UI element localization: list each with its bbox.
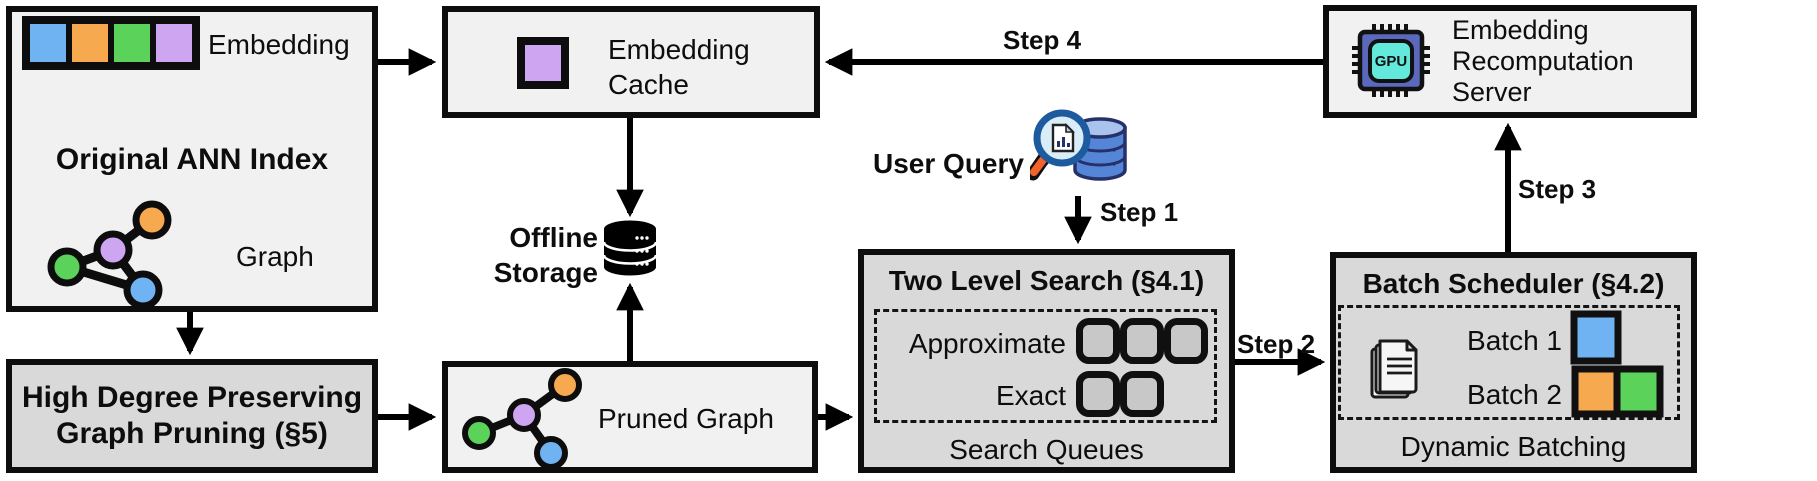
user-query-label: User Query [873,148,1024,179]
approximate-queue-slot [1076,318,1120,364]
approximate-queue-slot [1120,318,1164,364]
graph-label: Graph [236,241,314,272]
approximate-queue-slot [1164,318,1208,364]
embedding-recomputation-server-title: Embedding Recomputation Server [1452,15,1634,107]
dynamic-batching-label: Dynamic Batching [1400,431,1627,462]
graph-icon [47,200,172,310]
offline-storage-label: Offline Storage [493,222,598,288]
two-level-search-title: Two Level Search (§4.1) [888,265,1205,296]
documents-stack-icon [1370,339,1418,399]
batch-embeddings-icon [1570,310,1664,418]
pruned-graph-icon [462,368,582,470]
embedding-vector-icon [22,16,200,70]
batch1-label: Batch 1 [1467,325,1562,356]
graph-pruning-box [6,359,378,473]
exact-queue-slot [1120,371,1164,417]
step3-label: Step 3 [1518,174,1597,204]
cached-embedding-icon [517,37,569,89]
step1-label: Step 1 [1100,197,1179,227]
gpu-chip-label: GPU [1375,53,1408,70]
search-queues-label: Search Queues [949,434,1144,465]
pruned-graph-label: Pruned Graph [598,403,774,434]
graph-pruning-title: High Degree Preserving Graph Pruning (§5… [21,381,363,450]
database-icon [602,220,658,276]
gpu-chip-icon: GPU [1352,24,1430,97]
embedding-label: Embedding [208,29,350,60]
pruned-graph-box [442,361,818,473]
step4-label: Step 4 [1003,25,1082,55]
exact-queue-slot [1076,371,1120,417]
dynamic-batching-dashed-box [1338,305,1680,420]
batch-scheduler-title: Batch Scheduler (§4.2) [1362,268,1665,299]
batch2-label: Batch 2 [1467,379,1562,410]
embedding-cache-title: Embedding Cache [608,34,750,100]
approximate-label: Approximate [908,328,1066,359]
exact-label: Exact [995,380,1066,411]
step2-label: Step 2 [1237,329,1316,359]
original-ann-index-title: Original ANN Index [55,143,329,176]
query-search-database-icon [1030,109,1127,181]
search-queues-dashed-box [874,309,1217,423]
embedding-cache-box [442,6,820,118]
